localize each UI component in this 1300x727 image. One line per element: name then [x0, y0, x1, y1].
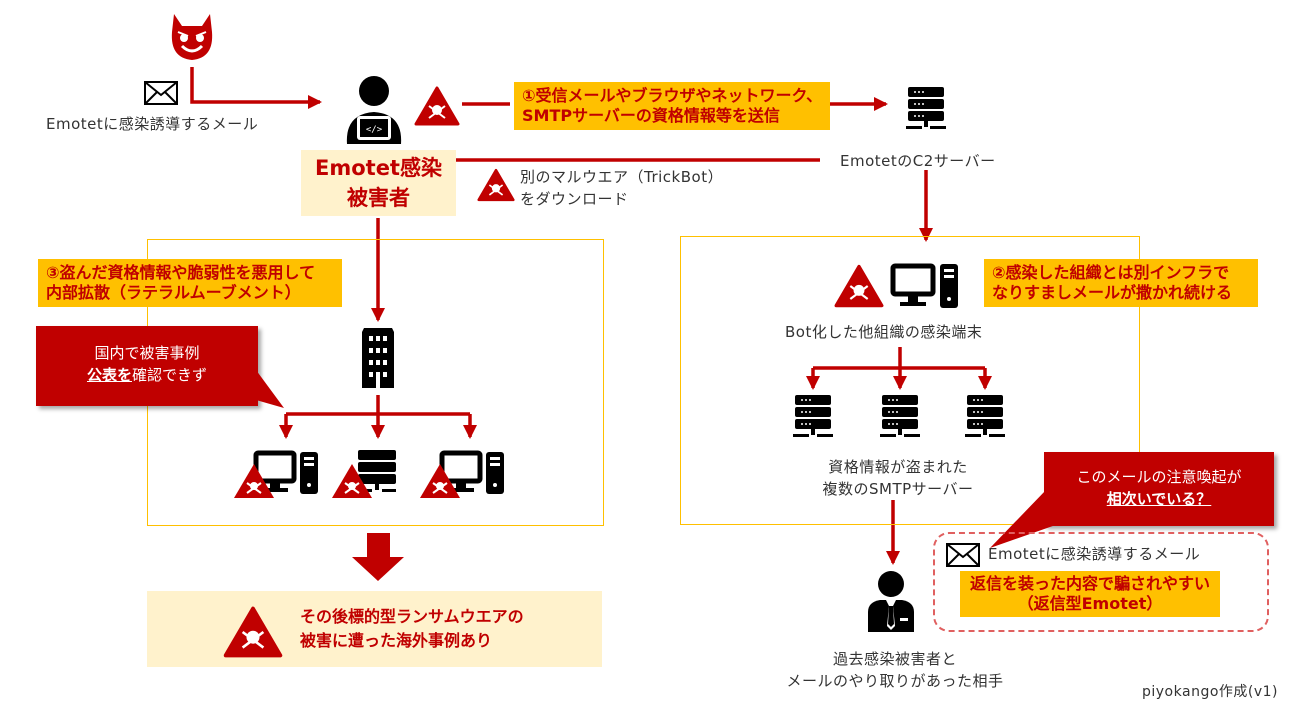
- trickbot-label: 別のマルウエア（TrickBot） をダウンロード: [520, 166, 723, 210]
- callout-domestic: 国内で被害事例 公表を確認できず: [36, 326, 258, 406]
- recipient-label: 過去感染被害者と メールのやり取りがあった相手: [770, 648, 1020, 692]
- ransomware-box: その後標的型ランサムウエアの 被害に遭った海外事例あり: [147, 591, 602, 667]
- callout-alert-line1: このメールの注意喚起が: [1076, 468, 1242, 486]
- recipient-line2: メールのやり取りがあった相手: [786, 672, 1004, 690]
- envelope-icon: [946, 543, 980, 567]
- callout-domestic-emph: 公表を: [86, 366, 132, 384]
- victim-title-line1: Emotet感染: [315, 156, 442, 180]
- smtp-servers-label: 資格情報が盗まれた 複数のSMTPサーバー: [800, 456, 996, 500]
- step1-box: ①受信メールやブラウザやネットワーク、 SMTPサーバーの資格情報等を送信: [514, 82, 831, 130]
- building-icon: [360, 326, 396, 390]
- trickbot-line2: をダウンロード: [520, 190, 629, 208]
- big-down-arrow: [352, 533, 404, 581]
- step3-line2: 内部拡散（ラテラルムーブメント）: [46, 283, 301, 302]
- reply-note-line1: 返信を装った内容で騙されやすい: [969, 574, 1210, 593]
- infected-desktop-icon: [234, 448, 324, 500]
- smtp-server-icon: [965, 395, 1005, 439]
- smtp-server-icon: [793, 395, 833, 439]
- skull-warning-icon: [414, 86, 460, 126]
- step2-line1: ②感染した組織とは別インフラで: [992, 263, 1230, 282]
- reply-mail-box: [933, 532, 1269, 632]
- callout-domestic-line1: 国内で被害事例: [94, 344, 200, 362]
- arrow-attacker-to-victim: [190, 67, 322, 109]
- credit-label: piyokango作成(v1): [1142, 684, 1279, 700]
- callout-alert-emph: 相次いでいる？: [1106, 490, 1212, 508]
- trickbot-line1: 別のマルウエア（TrickBot）: [520, 168, 724, 186]
- reply-mail-note: 返信を装った内容で騙されやすい （返信型Emotet）: [960, 571, 1220, 617]
- callout-domestic-rest: 確認できず: [132, 366, 208, 384]
- callout-alert: このメールの注意喚起が 相次いでいる？: [1044, 452, 1274, 526]
- step3-line1: ③盗んだ資格情報や脆弱性を悪用して: [46, 263, 316, 282]
- victim-title-line2: 被害者: [347, 186, 410, 210]
- desktop-icon: [890, 262, 960, 310]
- step3-box: ③盗んだ資格情報や脆弱性を悪用して 内部拡散（ラテラルムーブメント）: [38, 259, 342, 307]
- recipient-line1: 過去感染被害者と: [832, 650, 957, 668]
- smtp-label-line1: 資格情報が盗まれた: [828, 458, 968, 476]
- step1-line1: ①受信メールやブラウザやネットワーク、: [522, 86, 823, 105]
- businessman-icon: [866, 570, 916, 632]
- ransomware-line2: 被害に遭った海外事例あり: [300, 631, 493, 650]
- step2-box: ②感染した組織とは別インフラで なりすましメールが撒かれ続ける: [984, 259, 1258, 307]
- lure-mail-label: Emotetに感染誘導するメール: [46, 115, 259, 133]
- infected-server-icon: [332, 448, 402, 500]
- c2-label: EmotetのC2サーバー: [840, 152, 996, 170]
- step2-line2: なりすましメールが撒かれ続ける: [992, 283, 1233, 302]
- smtp-label-line2: 複数のSMTPサーバー: [822, 480, 974, 498]
- victim-title-box: Emotet感染 被害者: [301, 150, 456, 216]
- infected-desktop-icon: [420, 448, 510, 500]
- devil-icon: [168, 12, 216, 62]
- envelope-icon: [144, 81, 178, 105]
- bot-org-frame: [680, 236, 1140, 525]
- svg-text:</>: </>: [366, 125, 383, 135]
- smtp-server-icon: [880, 395, 920, 439]
- bot-terminal-label: Bot化した他組織の感染端末: [785, 323, 983, 341]
- callout-domestic-tail: [256, 370, 284, 408]
- hacker-laptop-icon: </>: [343, 74, 405, 146]
- skull-warning-icon: [477, 168, 515, 202]
- skull-warning-icon: [834, 264, 884, 308]
- step1-line2: SMTPサーバーの資格情報等を送信: [522, 106, 780, 125]
- reply-mail-label: Emotetに感染誘導するメール: [988, 545, 1201, 563]
- skull-warning-icon: [223, 606, 283, 658]
- reply-note-line2: （返信型Emotet）: [1017, 594, 1163, 613]
- server-icon: [906, 87, 946, 131]
- ransomware-line1: その後標的型ランサムウエアの: [300, 607, 524, 626]
